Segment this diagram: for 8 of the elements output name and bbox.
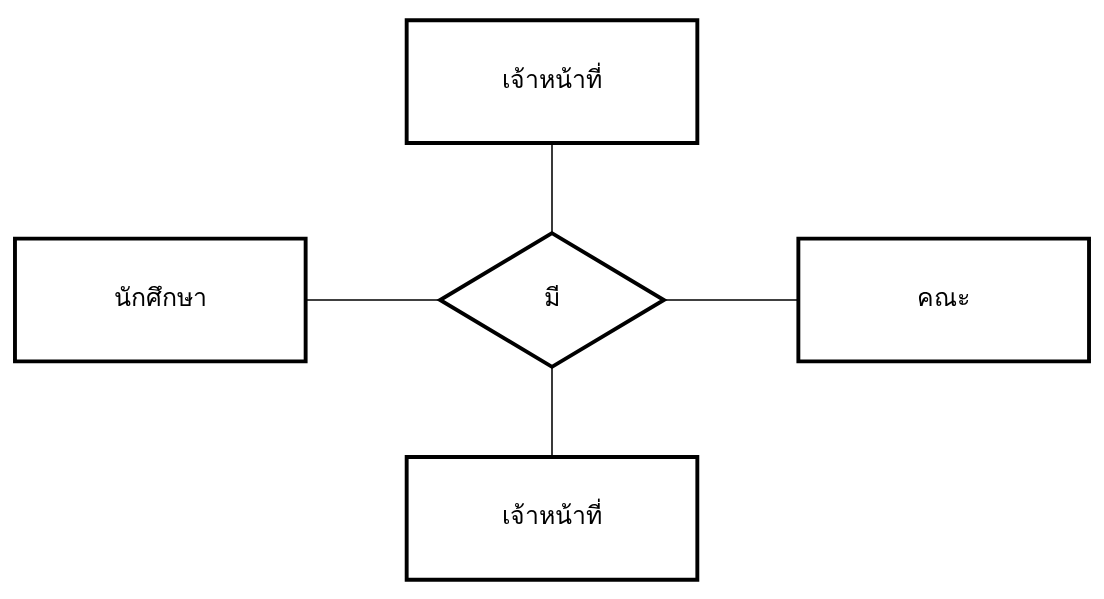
connector — [304, 298, 441, 301]
node-box: เจ้าหน้าที่ — [404, 17, 700, 145]
node-box: เจ้าหน้าที่ — [404, 454, 700, 582]
node-diamond: มี — [436, 230, 668, 369]
connector — [551, 366, 553, 457]
node-box: นักศึกษา — [13, 236, 308, 363]
node-box: คณะ — [796, 236, 1091, 363]
connector — [663, 298, 799, 301]
